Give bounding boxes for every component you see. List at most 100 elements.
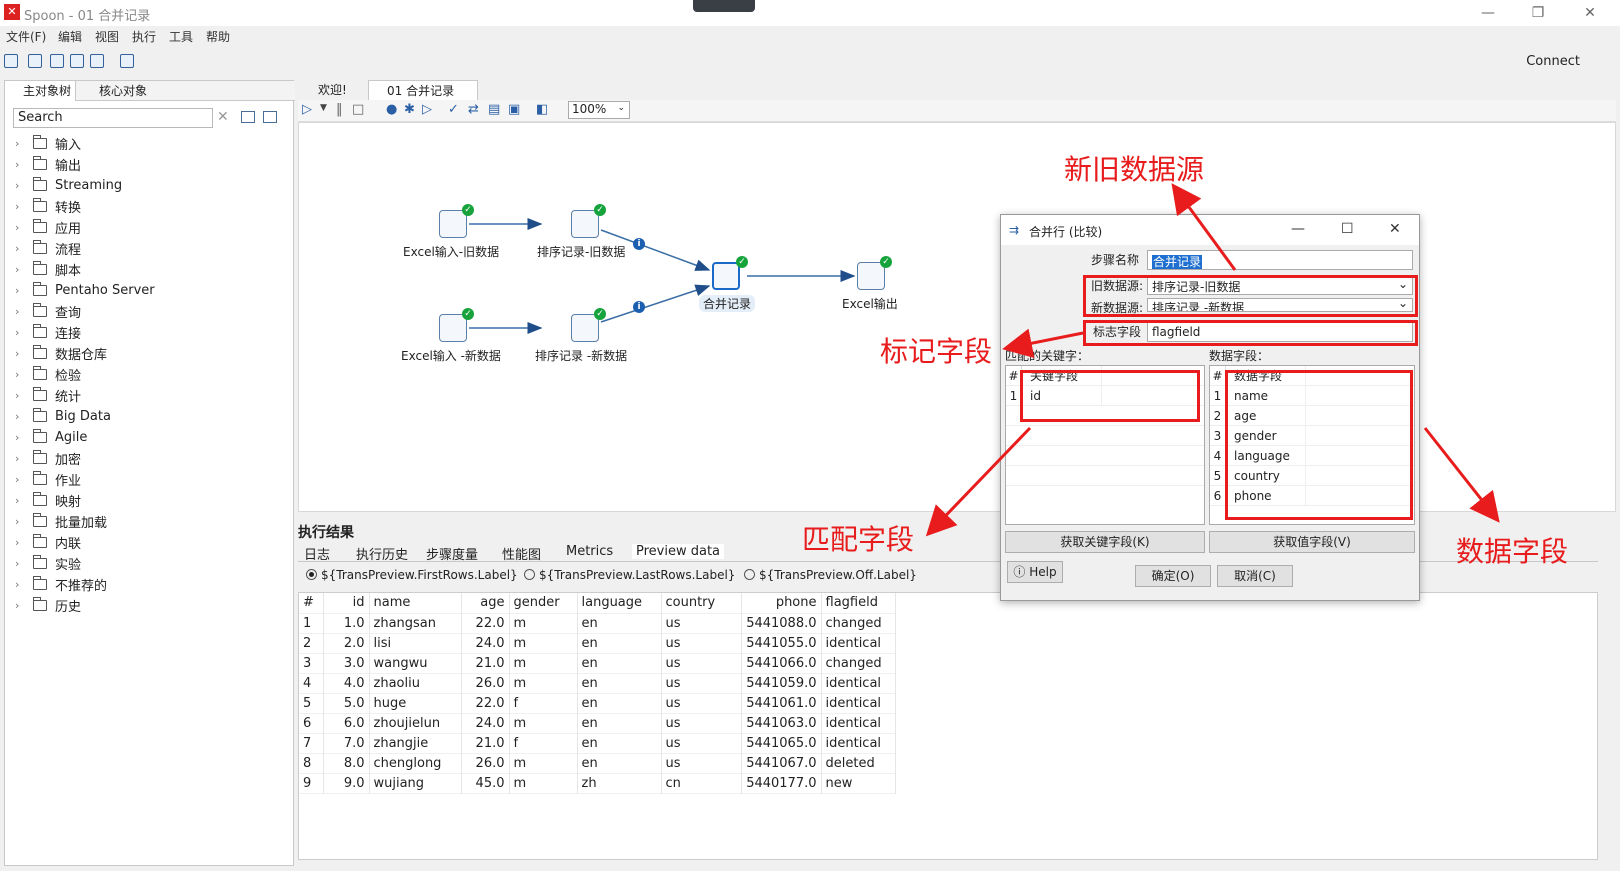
preview-grid[interactable]: # id name age gender language country ph…	[298, 592, 1598, 860]
tree-item-history[interactable]: ›历史	[15, 595, 155, 616]
tab-performance[interactable]: 性能图	[502, 548, 542, 563]
restore-button[interactable]: ❐	[1531, 5, 1545, 21]
open-file-icon[interactable]	[28, 54, 42, 68]
zoom-select[interactable]: 100%⌄	[568, 101, 630, 119]
tab-step-metrics[interactable]: 步骤度量	[426, 548, 479, 563]
tree-item-input[interactable]: ›输入	[15, 133, 155, 154]
tree-item-app[interactable]: ›应用	[15, 217, 155, 238]
tab-core-objects[interactable]: 核心对象	[99, 84, 148, 98]
sort-old-step[interactable]	[571, 210, 599, 238]
menu-tools[interactable]: 工具	[169, 30, 194, 44]
col-header[interactable]: phone	[741, 593, 822, 613]
impact-icon[interactable]: ⇄	[468, 102, 479, 117]
col-header[interactable]: name	[369, 593, 462, 613]
tree-item-script[interactable]: ›脚本	[15, 259, 155, 280]
new-source-select[interactable]: 排序记录 -新数据⌄	[1147, 298, 1413, 312]
radio-first-rows[interactable]: ${TransPreview.FirstRows.Label}	[306, 568, 518, 582]
minimize-button[interactable]: —	[1481, 5, 1495, 21]
drag-handle[interactable]	[693, 0, 755, 12]
tree-item-mapping[interactable]: ›映射	[15, 490, 155, 511]
col-header[interactable]: flagfield	[821, 593, 896, 613]
preview-icon[interactable]: ●	[386, 102, 398, 117]
excel-input-new-step[interactable]	[439, 314, 467, 342]
tree-item-data-warehouse[interactable]: ›数据仓库	[15, 343, 155, 364]
radio-off[interactable]: ${TransPreview.Off.Label}	[744, 568, 917, 582]
tree-item-job[interactable]: ›作业	[15, 469, 155, 490]
tree-item-inline[interactable]: ›内联	[15, 532, 155, 553]
tree-item-big-data[interactable]: ›Big Data	[15, 406, 155, 427]
minimize-button[interactable]: —	[1291, 221, 1305, 237]
sort-new-step[interactable]	[571, 314, 599, 342]
tree-item-output[interactable]: ›输出	[15, 154, 155, 175]
clear-search-icon[interactable]: ✕	[217, 109, 229, 125]
tree-item-flow[interactable]: ›流程	[15, 238, 155, 259]
tree-item-transform[interactable]: ›转换	[15, 196, 155, 217]
tree-item-pentaho-server[interactable]: ›Pentaho Server	[15, 280, 155, 301]
col-header[interactable]: age	[461, 593, 510, 613]
tab-metrics[interactable]: Metrics	[566, 544, 614, 559]
explore-db-icon[interactable]: ▣	[508, 102, 521, 117]
info-icon[interactable]: i	[633, 238, 645, 250]
verify-icon[interactable]: ✓	[448, 102, 459, 117]
col-header[interactable]: id	[323, 593, 370, 613]
get-values-button[interactable]: 获取值字段(V)	[1209, 531, 1415, 553]
layers-icon[interactable]	[120, 54, 134, 68]
excel-input-old-step[interactable]	[439, 210, 467, 238]
expand-tree-icon[interactable]	[263, 111, 277, 123]
menu-help[interactable]: 帮助	[206, 30, 231, 44]
close-button[interactable]: ✕	[1389, 221, 1401, 237]
tree-item-encryption[interactable]: ›加密	[15, 448, 155, 469]
connect-button[interactable]: Connect	[1526, 54, 1580, 69]
replay-icon[interactable]: ▷	[422, 102, 432, 117]
collapse-tree-icon[interactable]	[241, 111, 255, 123]
show-results-icon[interactable]: ◧	[536, 102, 549, 117]
tree-item-bulk-load[interactable]: ›批量加载	[15, 511, 155, 532]
tree-item-streaming[interactable]: ›Streaming	[15, 175, 155, 196]
new-file-icon[interactable]	[4, 54, 18, 68]
debug-icon[interactable]: ✱	[404, 102, 415, 117]
tree-item-statistics[interactable]: ›统计	[15, 385, 155, 406]
menu-edit[interactable]: 编辑	[58, 30, 83, 44]
tree-item-lookup[interactable]: ›查询	[15, 301, 155, 322]
col-header[interactable]: #	[299, 593, 324, 613]
pause-icon[interactable]: ‖	[336, 102, 343, 117]
help-button[interactable]: ⓘ Help	[1007, 561, 1063, 583]
tab-transformation[interactable]: 01 合并记录	[368, 80, 478, 100]
close-button[interactable]: ✕	[1584, 5, 1596, 21]
get-keys-button[interactable]: 获取关键字段(K)	[1005, 531, 1205, 553]
run-icon[interactable]: ▷	[302, 102, 312, 117]
tree-item-agile[interactable]: ›Agile	[15, 427, 155, 448]
tree-item-deprecated[interactable]: ›不推荐的	[15, 574, 155, 595]
tab-preview-data[interactable]: Preview data	[632, 544, 725, 559]
explore-icon[interactable]	[50, 54, 64, 68]
tab-log[interactable]: 日志	[304, 548, 331, 563]
cancel-button[interactable]: 取消(C)	[1217, 565, 1293, 587]
maximize-button[interactable]: ☐	[1341, 221, 1354, 237]
col-header[interactable]: gender	[509, 593, 578, 613]
col-header[interactable]: country	[661, 593, 742, 613]
radio-last-rows[interactable]: ${TransPreview.LastRows.Label}	[524, 568, 735, 582]
tree-item-experimental[interactable]: ›实验	[15, 553, 155, 574]
tree-item-validation[interactable]: ›检验	[15, 364, 155, 385]
excel-output-step[interactable]	[857, 262, 885, 290]
tree-item-joins[interactable]: ›连接	[15, 322, 155, 343]
info-icon[interactable]: i	[633, 301, 645, 313]
step-name-input[interactable]: 合并记录	[1147, 250, 1413, 270]
stop-icon[interactable]: □	[352, 102, 365, 117]
menu-run[interactable]: 执行	[132, 30, 157, 44]
merge-rows-step[interactable]	[712, 262, 740, 290]
menu-view[interactable]: 视图	[95, 30, 120, 44]
save-icon[interactable]	[70, 54, 84, 68]
col-header[interactable]: language	[577, 593, 662, 613]
ok-button[interactable]: 确定(O)	[1135, 565, 1211, 587]
sql-icon[interactable]: ▤	[488, 102, 501, 117]
